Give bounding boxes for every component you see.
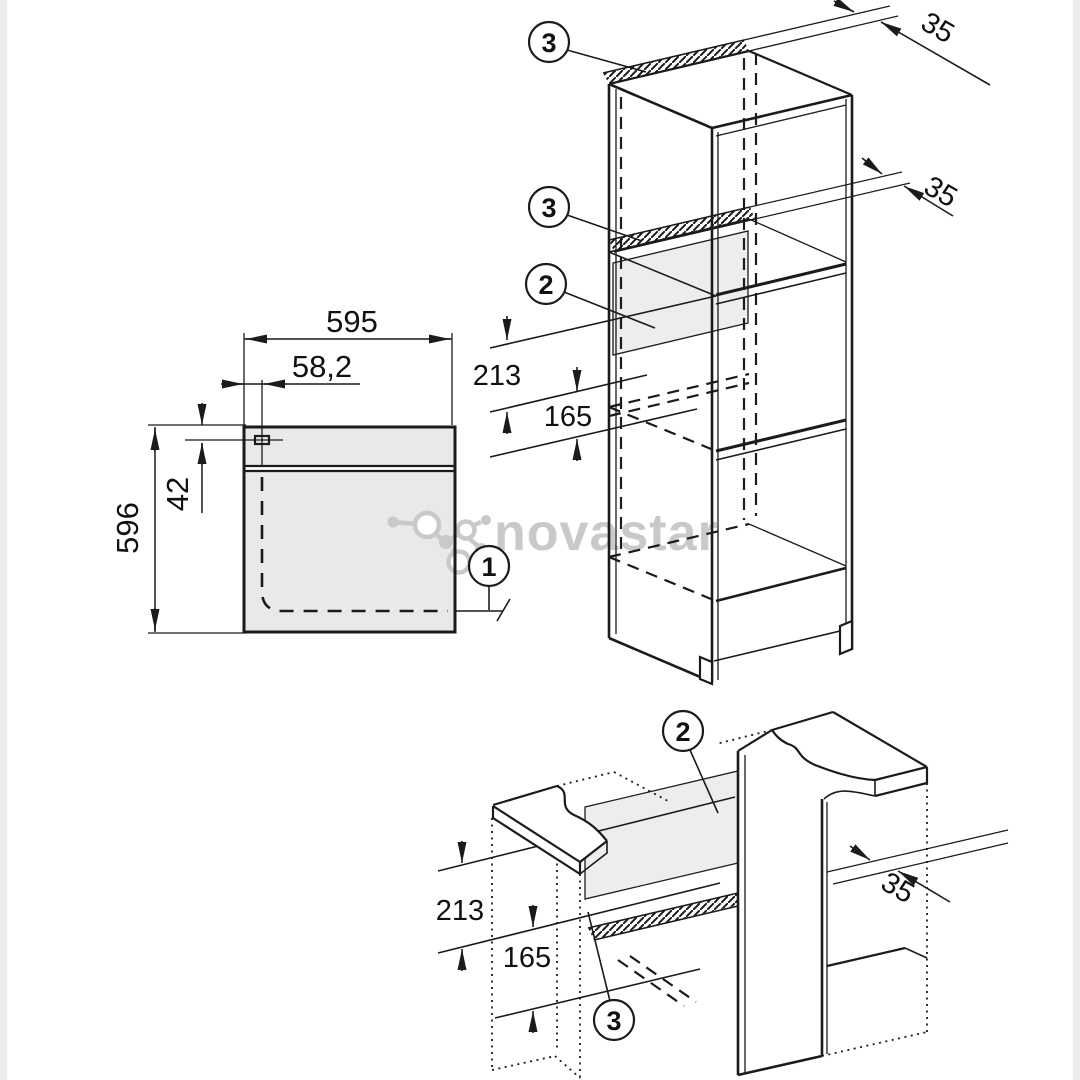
right-unit-body bbox=[821, 783, 928, 1057]
top-front-left-edge bbox=[608, 82, 713, 130]
callout-leader bbox=[566, 214, 643, 242]
callout-leader bbox=[587, 911, 611, 1002]
callout-1-label: 1 bbox=[481, 552, 496, 582]
reference-line bbox=[489, 295, 717, 349]
dim-165-base-label: 165 bbox=[503, 942, 551, 974]
callout-3-top-circle bbox=[527, 20, 571, 64]
callout-1-circle bbox=[467, 544, 511, 588]
dim-gap-top-label: 35 bbox=[916, 6, 960, 50]
left-unit-phantom bbox=[491, 771, 669, 1079]
watermark: novastar bbox=[387, 504, 719, 575]
base-units-view bbox=[437, 709, 1009, 1079]
callout-3-mid-label: 3 bbox=[541, 193, 556, 223]
reference-line bbox=[494, 968, 701, 1019]
reference-line bbox=[437, 882, 721, 954]
plinth bbox=[608, 619, 854, 686]
top-front-edge bbox=[711, 93, 853, 130]
callout-leader bbox=[566, 49, 647, 73]
dim-213-base-label: 213 bbox=[436, 895, 484, 927]
callout-3-base-circle bbox=[592, 998, 636, 1042]
top-back-right-edge bbox=[748, 49, 853, 97]
tick-mark bbox=[496, 598, 511, 622]
upper-shelf bbox=[608, 218, 847, 305]
tall-cabinet-view bbox=[489, 0, 991, 686]
dim-width-label: 595 bbox=[326, 304, 378, 339]
callout-2-base-label: 2 bbox=[675, 717, 690, 747]
callout-2-circle bbox=[524, 262, 568, 306]
dim-gap-base bbox=[826, 829, 1009, 903]
callout-leader bbox=[689, 749, 719, 814]
callout-2-label: 2 bbox=[538, 270, 553, 300]
reference-line bbox=[489, 408, 698, 458]
dim-gap-mid bbox=[861, 157, 954, 217]
vent-strip-middle bbox=[608, 171, 911, 253]
front-view bbox=[148, 333, 511, 634]
cabinet-floor bbox=[608, 522, 847, 603]
hidden-unit-outline bbox=[260, 477, 448, 613]
callout-3-top-label: 3 bbox=[541, 28, 556, 58]
vent-strip-top bbox=[602, 5, 899, 86]
callout-3-mid-circle bbox=[527, 185, 571, 229]
lower-shelf bbox=[608, 372, 847, 461]
left-worktop bbox=[491, 784, 608, 875]
right-unit-side-panel bbox=[736, 729, 828, 1077]
watermark-text: novastar bbox=[494, 504, 719, 562]
right-edge-strip bbox=[1073, 0, 1080, 1080]
left-edge-strip bbox=[0, 0, 7, 1080]
duct-hatch-band bbox=[584, 770, 739, 900]
callout-2-base-circle bbox=[661, 709, 705, 753]
dim-213-label: 213 bbox=[473, 360, 521, 392]
dim-gap-top bbox=[833, 0, 991, 86]
dim-165-label: 165 bbox=[544, 401, 592, 433]
right-worktop bbox=[715, 710, 929, 800]
callout-3-base-label: 3 bbox=[606, 1006, 621, 1036]
appliance-outline bbox=[242, 425, 457, 634]
band-gap bbox=[246, 466, 453, 471]
molecule-nodes bbox=[387, 510, 491, 575]
callout-leader bbox=[563, 291, 656, 329]
top-front-inner-edge bbox=[715, 104, 847, 137]
dim-gap-mid-label: 35 bbox=[919, 170, 963, 214]
dim-side-offset-label: 58,2 bbox=[292, 349, 352, 384]
vent-strip-base bbox=[587, 892, 739, 1007]
dim-top-offset-label: 42 bbox=[160, 477, 195, 511]
dim-height-label: 596 bbox=[110, 502, 145, 554]
